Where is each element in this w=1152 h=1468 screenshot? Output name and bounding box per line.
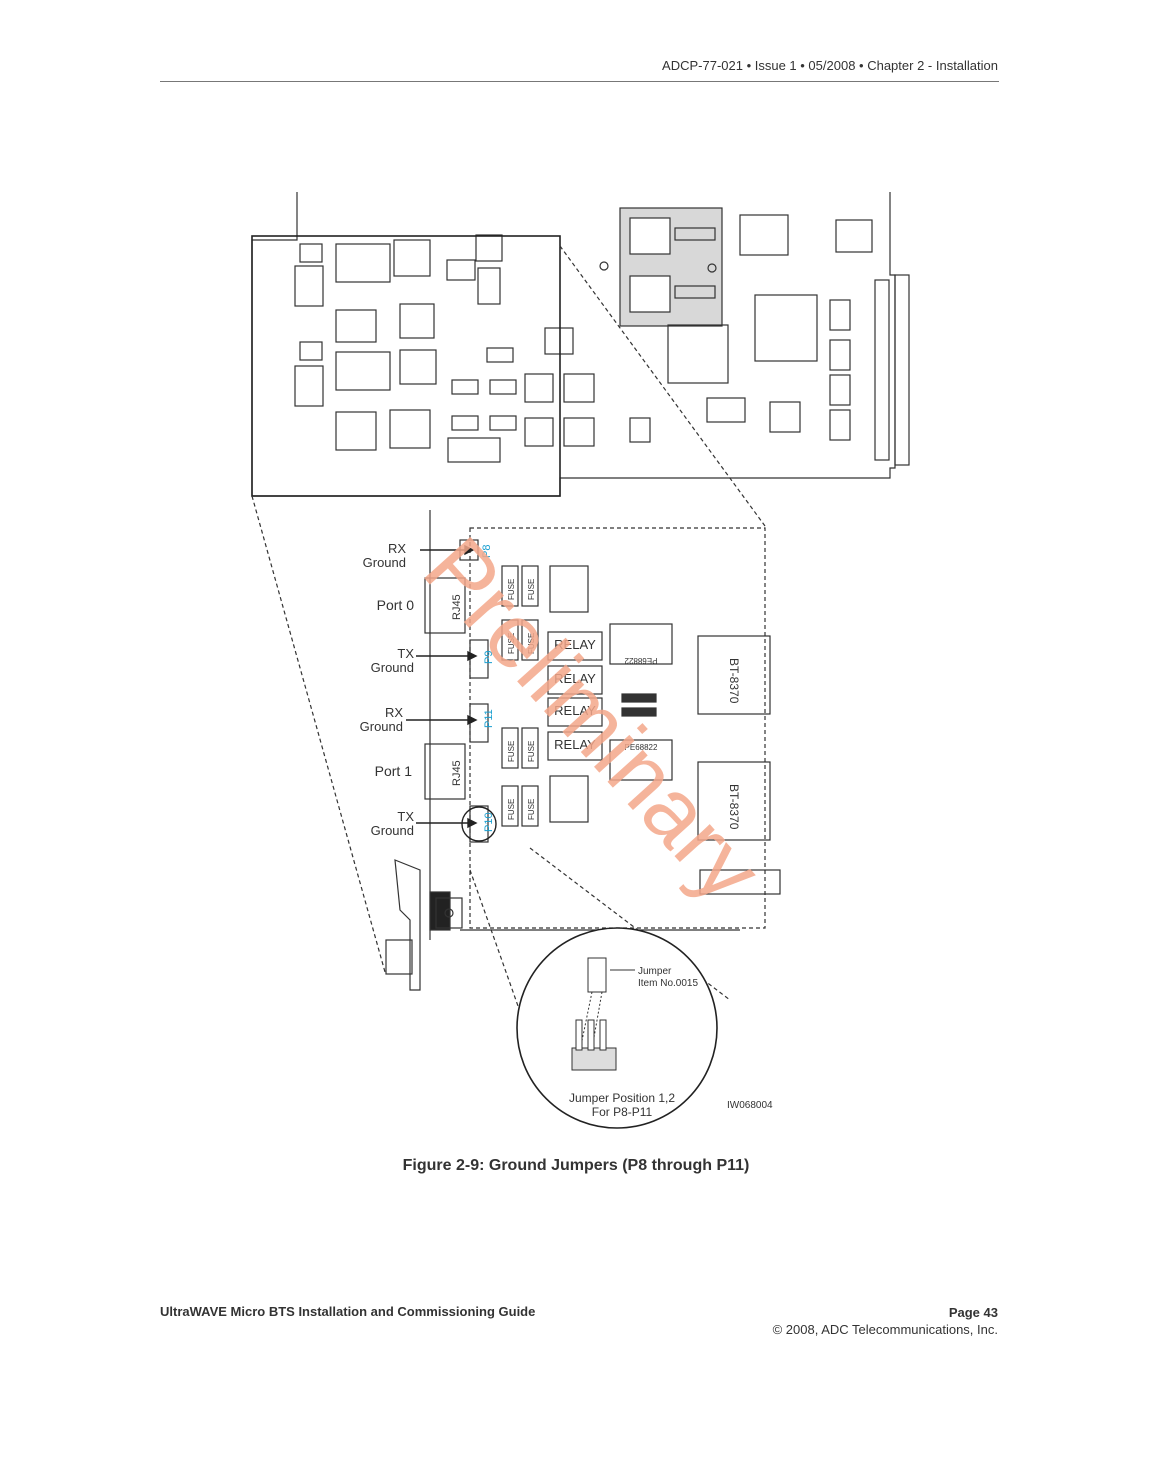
pe-label-bottom: PE68822 [625, 743, 658, 752]
tx-ground-top-line1: TX [397, 646, 414, 661]
header-rule [160, 81, 999, 82]
rj45-label-top: RJ45 [451, 594, 463, 620]
jumper-item-line1: Jumper [638, 966, 672, 977]
jumper-label-p10: P10 [483, 812, 495, 832]
fuse-label-6: FUSE [527, 741, 536, 762]
fuse-label-2: FUSE [527, 579, 536, 600]
rx-ground-bottom-line1: RX [385, 705, 403, 720]
page-number: Page 43 [948, 1305, 998, 1320]
relay-label-3: RELAY [554, 703, 596, 718]
fuse-label-3: FUSE [507, 633, 516, 654]
figure-id: IW068004 [727, 1100, 773, 1111]
relay-label-1: RELAY [554, 637, 596, 652]
copyright: © 2008, ADC Telecommunications, Inc. [772, 1322, 998, 1337]
relay-label-4: RELAY [554, 737, 596, 752]
tx-ground-bottom-line2: Ground [371, 823, 414, 838]
jumper-detail-callout: Jumper Item No.0015 Jumper Position 1,2 … [516, 927, 718, 1129]
bt-label-top: BT-8370 [727, 658, 741, 704]
fuse-label-5: FUSE [507, 741, 516, 762]
jumper-label-p11: P11 [483, 709, 495, 728]
port0-label: Port 0 [377, 597, 415, 613]
rx-ground-top-line1: RX [388, 541, 406, 556]
rj45-label-bottom: RJ45 [451, 760, 463, 786]
detail-board [385, 510, 781, 991]
fuse-label-8: FUSE [527, 799, 536, 820]
port1-label: Port 1 [375, 763, 413, 779]
pe-label-top: PE68822 [624, 656, 657, 665]
circuit-board-overview [251, 192, 910, 497]
tx-ground-bottom-line1: TX [397, 809, 414, 824]
rx-ground-bottom-line2: Ground [360, 719, 403, 734]
fuse-label-4: FUSE [527, 633, 536, 654]
ground-jumpers-figure: P8 P9 P11 P10 RX Ground Port 0 TX Ground… [240, 180, 920, 1140]
footer-right: Page 43 © 2008, ADC Telecommunications, … [773, 1304, 998, 1338]
jumper-label-p9: P9 [483, 651, 495, 664]
rx-ground-top-line2: Ground [363, 555, 406, 570]
bt-label-bottom: BT-8370 [727, 784, 741, 830]
footer-guide-title: UltraWAVE Micro BTS Installation and Com… [160, 1304, 536, 1319]
fuse-label-7: FUSE [507, 799, 516, 820]
fuse-label-1: FUSE [507, 579, 516, 600]
relay-label-2: RELAY [554, 671, 596, 686]
tx-ground-top-line2: Ground [371, 660, 414, 675]
jumper-position-line1: Jumper Position 1,2 [569, 1091, 675, 1105]
jumper-item-line2: Item No.0015 [638, 978, 698, 989]
jumper-position-line2: For P8-P11 [592, 1105, 653, 1119]
jumper-label-p8: P8 [481, 545, 493, 558]
figure-caption: Figure 2-9: Ground Jumpers (P8 through P… [402, 1157, 750, 1174]
running-header: ADCP-77-021 • Issue 1 • 05/2008 • Chapte… [662, 58, 998, 73]
